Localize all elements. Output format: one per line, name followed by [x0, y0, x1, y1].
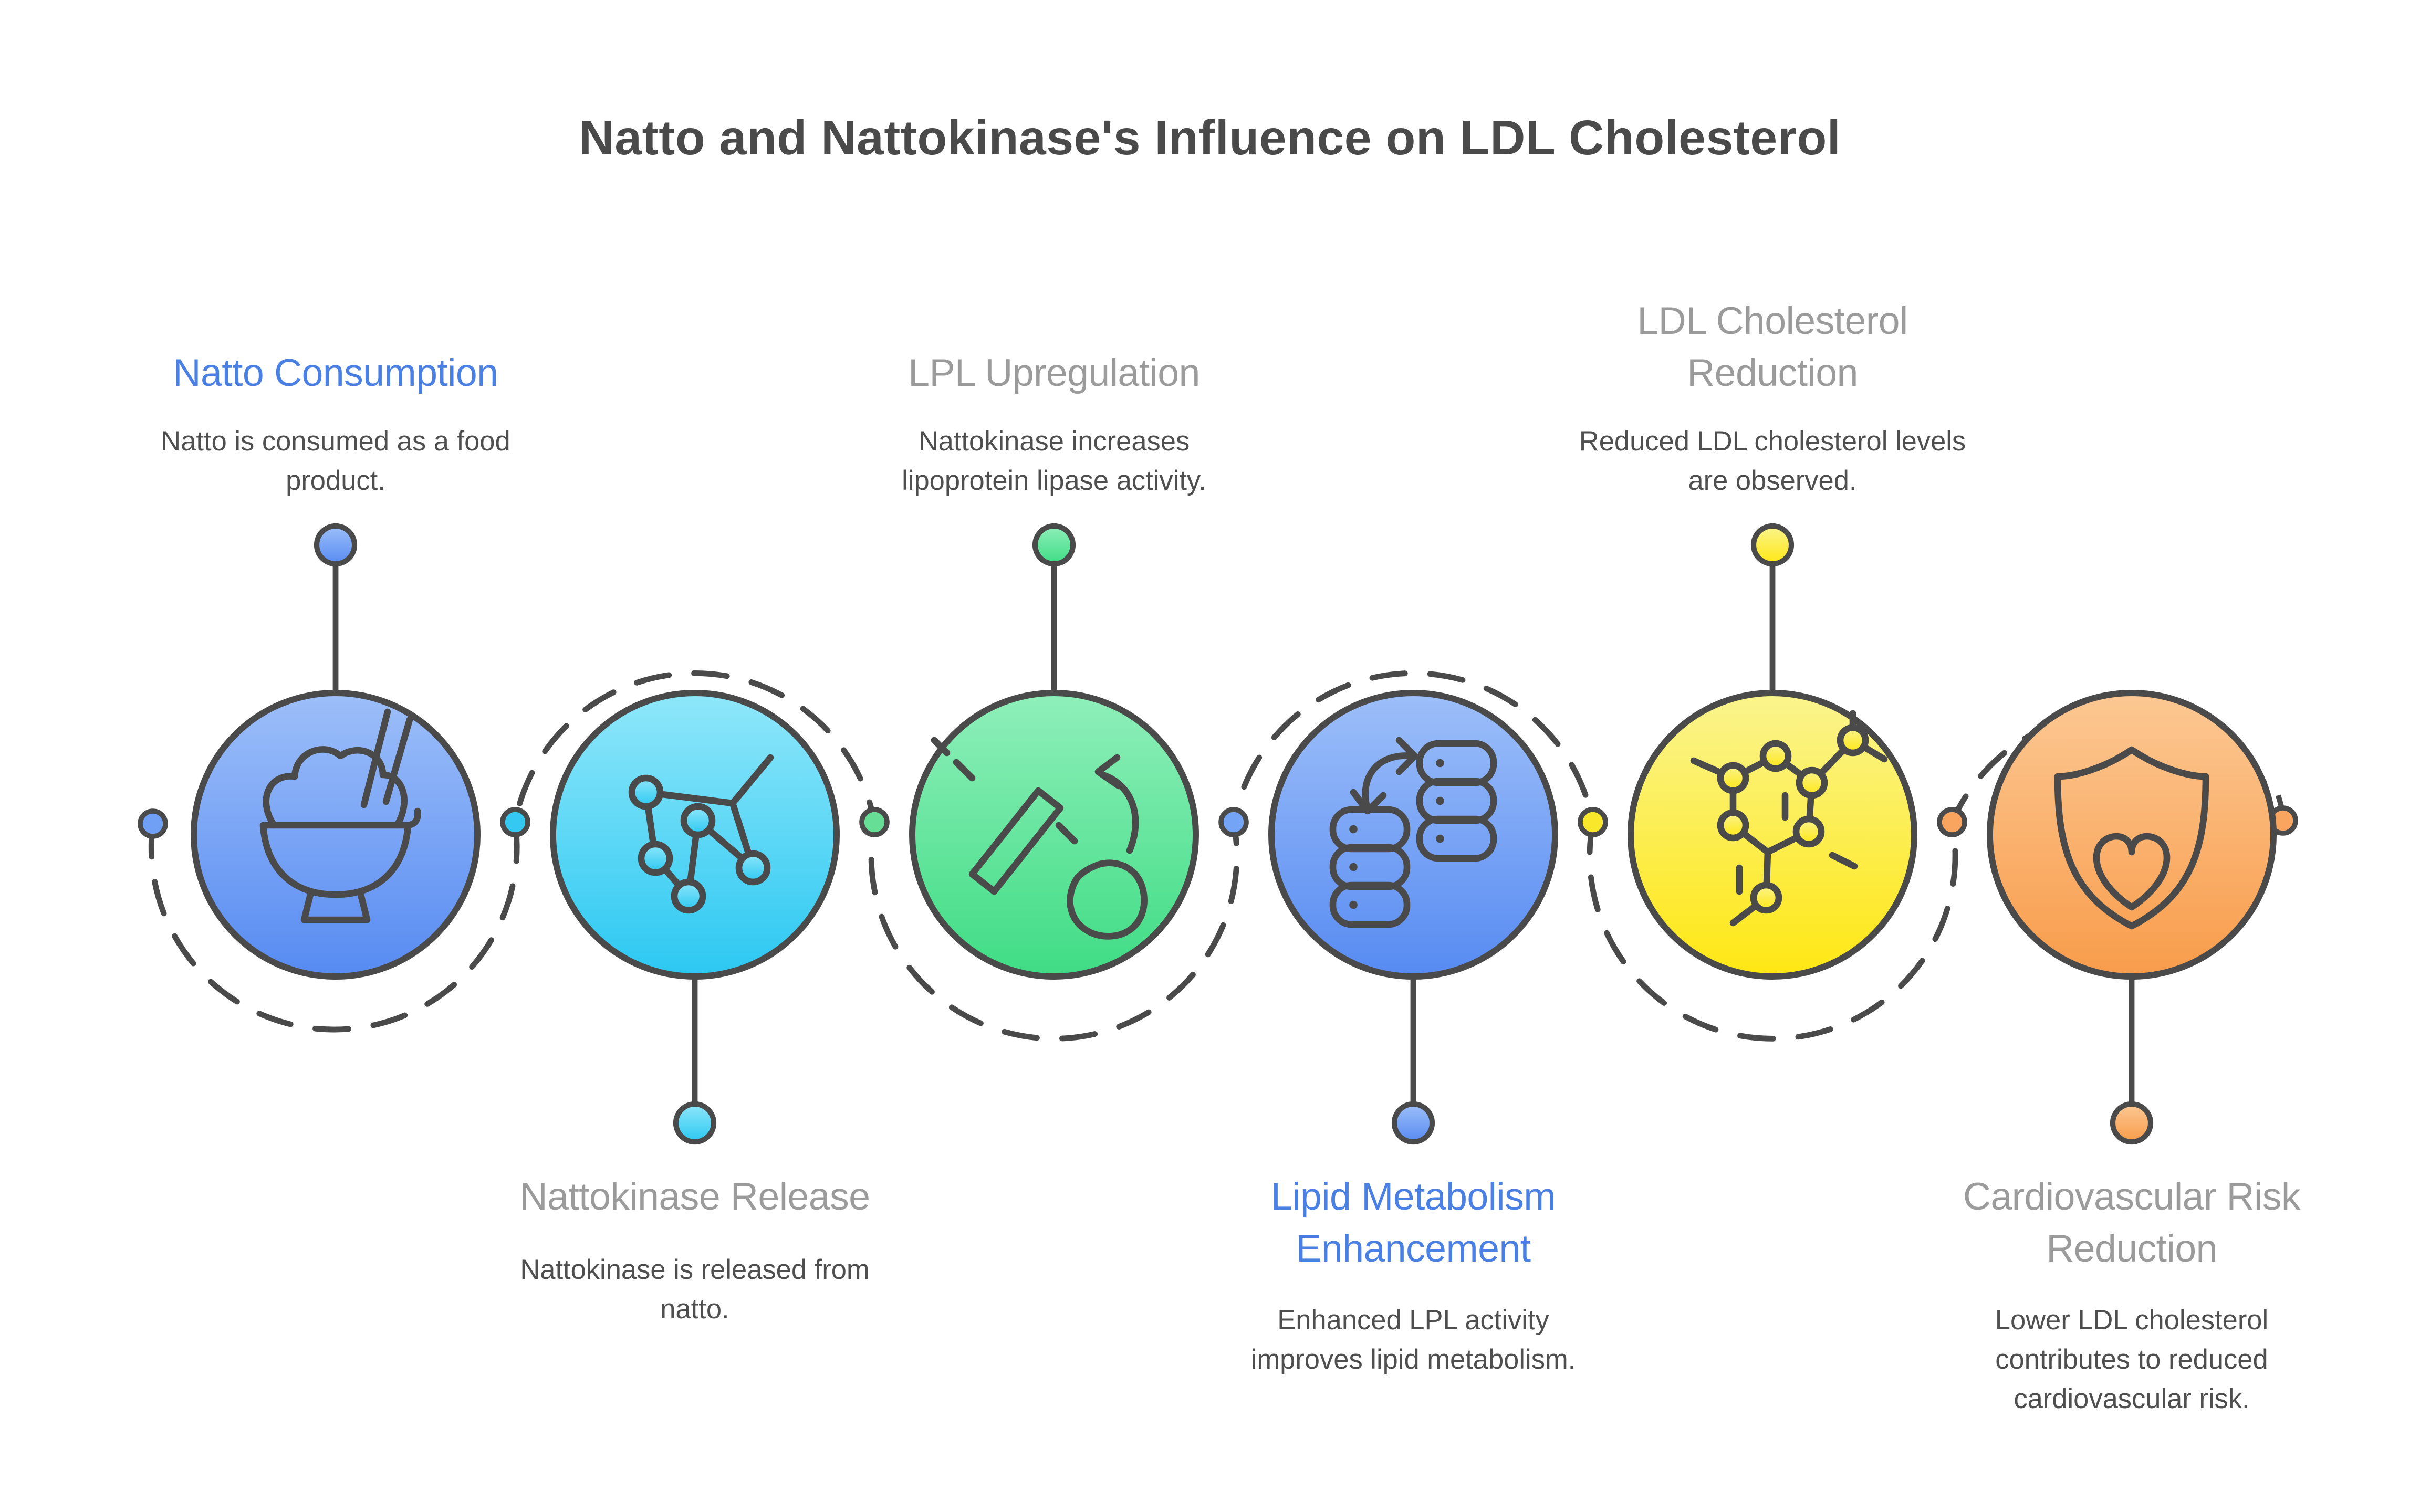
step-circle-1 [191, 690, 481, 980]
step-3-description-block: Nattokinase increases lipoprotein lipase… [818, 422, 1290, 501]
step-2-label-block: Nattokinase Release [458, 1172, 931, 1224]
step-3-label-block: LPL Upregulation [818, 290, 1290, 400]
step-marker-3 [1032, 523, 1076, 567]
step-5-description-block: Reduced LDL cholesterol levels are obser… [1536, 422, 2009, 501]
serpentine-dashed-path [148, 670, 2281, 1042]
step-stems [332, 564, 2135, 1104]
cholesterol-molecule-icon [1690, 710, 1888, 927]
step-1-label: Natto Consumption [173, 353, 498, 395]
path-dot-3 [1218, 807, 1249, 837]
enzyme-cut-icon [931, 737, 1148, 940]
step-5-label-block: LDL Cholesterol Reduction [1536, 290, 2009, 400]
step-4-label-block: Lipid Metabolism Enhancement [1177, 1172, 1650, 1276]
step-circle-3 [909, 690, 1199, 980]
step-5-description: Reduced LDL cholesterol levels are obser… [1579, 425, 1966, 496]
step-4-description: Enhanced LPL activity improves lipid met… [1250, 1304, 1576, 1375]
step-circle-6 [1987, 690, 2277, 980]
path-dot-1 [500, 807, 530, 837]
path-dot-5 [1937, 807, 1967, 837]
path-dot-2 [859, 807, 890, 837]
step-marker-5 [1750, 523, 1795, 567]
step-2-description: Nattokinase is released from natto. [520, 1254, 870, 1325]
step-circle-4 [1268, 690, 1558, 980]
step-2-description-block: Nattokinase is released from natto. [458, 1251, 931, 1329]
page-title: Natto and Nattokinase's Influence on LDL… [579, 110, 1841, 165]
step-6-description: Lower LDL cholesterol contributes to red… [1995, 1304, 2269, 1414]
step-4-description-block: Enhanced LPL activity improves lipid met… [1177, 1301, 1650, 1380]
step-1-description-block: Natto is consumed as a food product. [99, 422, 572, 501]
step-6-description-block: Lower LDL cholesterol contributes to red… [1895, 1301, 2368, 1419]
path-dot-4 [1578, 807, 1608, 837]
shield-heart-icon [2054, 746, 2209, 930]
step-marker-1 [314, 523, 358, 567]
path-dot-start [138, 808, 168, 839]
step-circle-5 [1628, 690, 1917, 980]
data-exchange-icon [1329, 737, 1497, 928]
molecule-icon [628, 754, 774, 914]
step-1-label-block: Natto Consumption [99, 290, 572, 400]
step-marker-6 [2110, 1101, 2154, 1145]
step-marker-4 [1391, 1101, 1435, 1145]
step-6-label-block: Cardiovascular Risk Reduction [1895, 1172, 2368, 1276]
step-2-label: Nattokinase Release [519, 1177, 870, 1219]
step-3-label: LPL Upregulation [908, 353, 1200, 395]
step-1-description: Natto is consumed as a food product. [161, 425, 510, 496]
step-4-label: Lipid Metabolism Enhancement [1271, 1177, 1556, 1271]
rice-bowl-icon [259, 708, 421, 923]
step-6-label: Cardiovascular Risk Reduction [1963, 1177, 2301, 1271]
step-5-label: LDL Cholesterol Reduction [1637, 301, 1908, 395]
step-3-description: Nattokinase increases lipoprotein lipase… [902, 425, 1206, 496]
step-marker-2 [673, 1101, 717, 1145]
path-end-stem [2276, 794, 2284, 807]
